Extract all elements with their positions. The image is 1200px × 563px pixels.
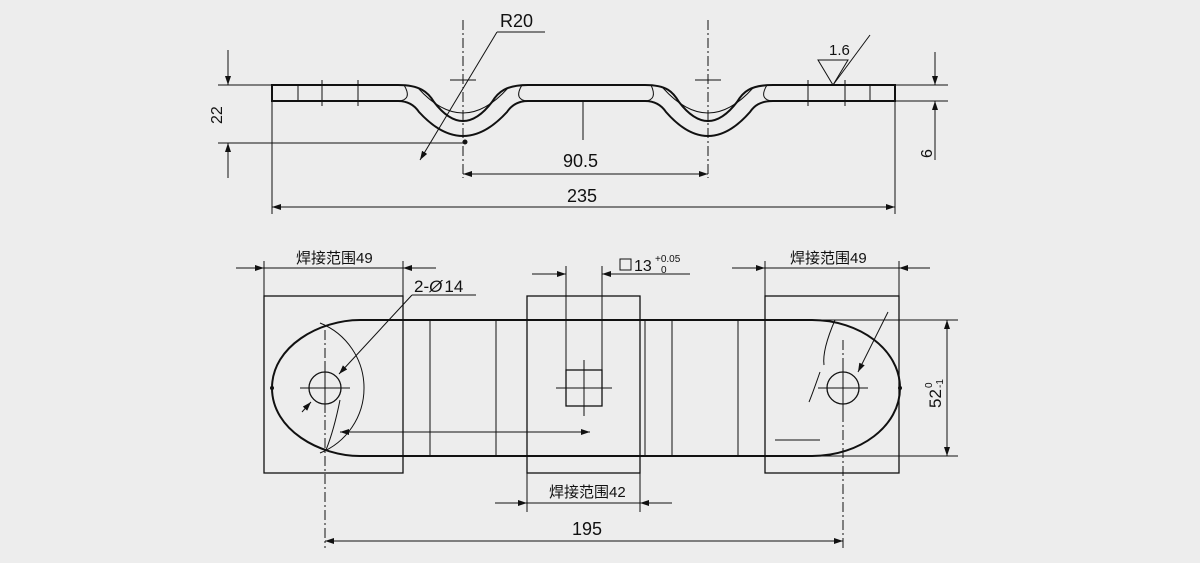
width-tol-upper: 0 xyxy=(924,382,935,388)
left-bend-edge xyxy=(397,84,408,102)
left-weld-area xyxy=(263,295,404,474)
hole-callout-leader xyxy=(338,294,413,375)
radius-point xyxy=(462,139,468,145)
length-label: 235 xyxy=(567,186,597,206)
weld-left-label: 焊接范围49 xyxy=(296,250,373,267)
weld-center-label: 焊接范围42 xyxy=(549,484,626,501)
side-view: R20 1.6 22 6 90.5 235 xyxy=(209,11,948,214)
height-label: 22 xyxy=(209,106,226,124)
left-bend-arc-2 xyxy=(325,399,341,451)
right-bend-arc-2 xyxy=(808,371,821,403)
left-bend-arc xyxy=(319,322,365,454)
right-weld-area xyxy=(764,295,900,474)
square-symbol-icon xyxy=(619,258,632,271)
hole-pitch-label: 195 xyxy=(572,519,602,539)
radius-leader xyxy=(419,31,498,161)
right-hole-leader xyxy=(857,311,889,373)
width-label: 52 xyxy=(926,389,945,408)
roughness-leader xyxy=(832,34,871,86)
square-size: 13 xyxy=(634,258,652,275)
hole-size: 14 xyxy=(444,277,463,296)
right-bend-edge-2 xyxy=(763,84,774,102)
thickness-label: 6 xyxy=(919,149,936,158)
outline-point xyxy=(898,386,902,390)
radius-label: R20 xyxy=(500,11,533,31)
weld-right-label: 焊接范围49 xyxy=(790,250,867,267)
roughness-label: 1.6 xyxy=(829,42,850,59)
center-weld-area xyxy=(526,295,641,474)
outline-point xyxy=(270,386,274,390)
hole-callout-leader-2 xyxy=(301,401,312,413)
hole-label: 2- xyxy=(414,277,429,296)
roughness-symbol xyxy=(817,59,849,86)
square-tol-upper: +0.05 xyxy=(655,254,681,265)
right-bend-arc xyxy=(823,319,836,366)
right-bend-edge xyxy=(644,84,654,102)
pitch-label: 90.5 xyxy=(563,151,598,171)
diameter-icon: Ø xyxy=(428,277,444,296)
width-tol-lower: -1 xyxy=(935,379,946,388)
left-bend-edge-2 xyxy=(518,84,529,102)
square-tol-lower: 0 xyxy=(661,265,667,276)
